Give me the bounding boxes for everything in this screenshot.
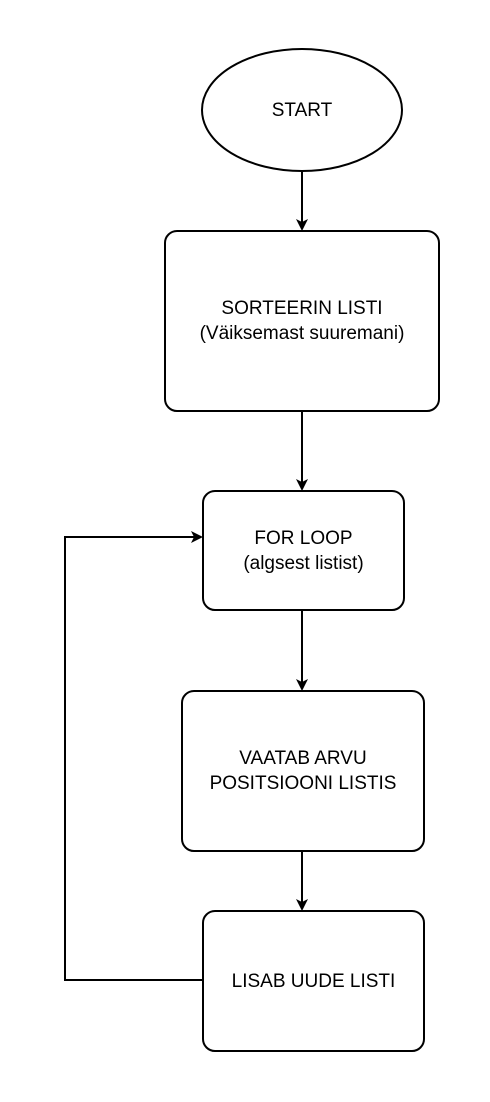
edge-add-loopback-to-for-loop: [64, 531, 203, 981]
add-to-list-label: LISAB UUDE LISTI: [231, 970, 396, 992]
for-loop-node-shape[interactable]: [202, 490, 405, 611]
add-to-list-node-label: LISAB UUDE LISTI: [203, 911, 424, 1051]
start-node-label: START: [202, 49, 402, 171]
check-position-label-line1: VAATAB ARVU: [239, 748, 367, 769]
start-label: START: [271, 99, 333, 121]
for-loop-label-line1: FOR LOOP: [254, 527, 353, 549]
for-loop-label-line2: (algsest listist): [243, 552, 364, 574]
for-loop-node-label: FOR LOOP (algsest listist): [203, 491, 404, 610]
check-position-label-line2: POSITSIOONI LISTIS: [209, 773, 397, 794]
sort-label-line2: (Väiksemast suuremani): [199, 323, 405, 344]
check-position-node-label: VAATAB ARVU POSITSIOONI LISTIS: [182, 691, 424, 851]
sort-label-line1: SORTEERIN LISTI: [221, 298, 383, 319]
sort-node-label: SORTEERIN LISTI (Väiksemast suuremani): [165, 231, 439, 411]
